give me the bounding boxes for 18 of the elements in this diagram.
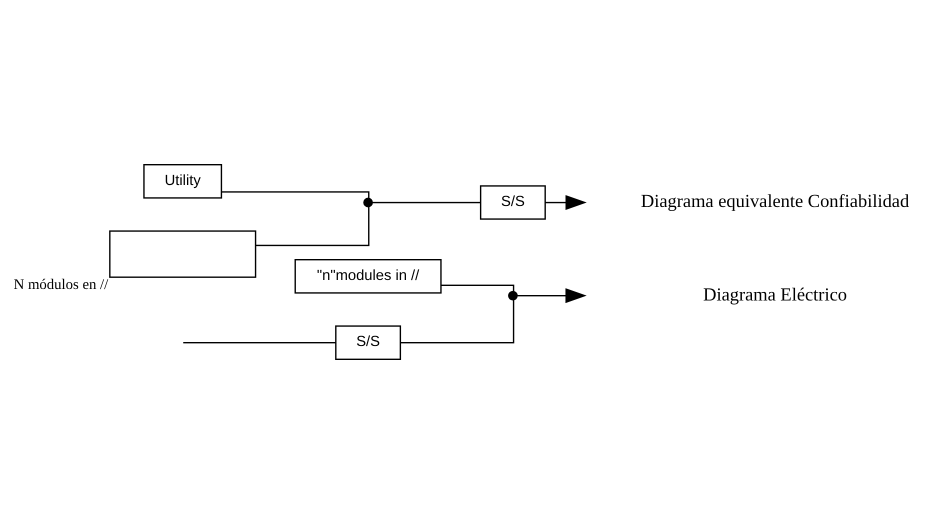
connector [222, 190, 370, 198]
connector [400, 300, 514, 343]
arrow [517, 288, 587, 303]
node-box: "n"modules in // [294, 258, 442, 294]
connector [183, 342, 336, 343]
node-box [109, 230, 256, 278]
node-circle [508, 290, 518, 300]
node-box: S/S [480, 184, 546, 220]
arrow [545, 194, 587, 210]
connector [372, 201, 480, 203]
node-circle [363, 197, 373, 207]
node-box: Utility [143, 164, 222, 198]
label: Diagrama equivalente Confiabilidad [640, 190, 910, 211]
label: Diagrama Eléctrico [703, 284, 847, 304]
node-box: S/S [335, 324, 402, 360]
connector [256, 206, 370, 246]
node-label: N módulos en // [14, 276, 108, 293]
connector [441, 284, 514, 291]
